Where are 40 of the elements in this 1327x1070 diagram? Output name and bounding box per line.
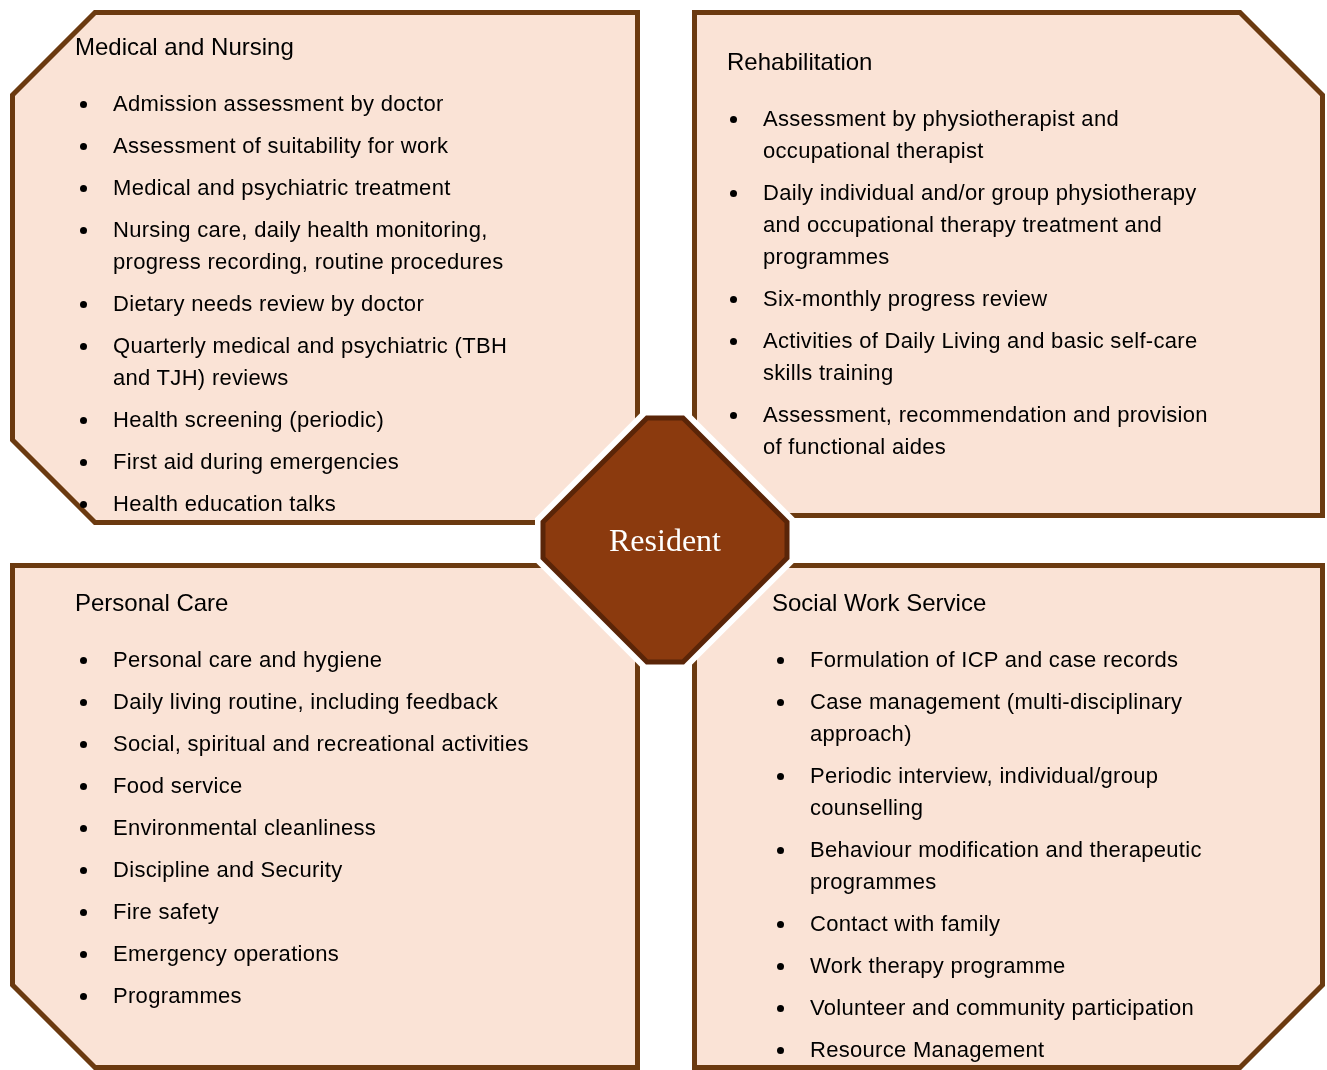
panel-heading: Social Work Service [772,588,987,618]
center-label: Resident [609,521,721,560]
list-item-text: Daily individual and/or group physiotherapy and occupational therapy treatment and programmes [763,179,1198,271]
list-item-text: Periodic interview, individual/group counselling [810,762,1160,822]
list-item-text: Discipline and Security [113,856,344,884]
service-panel [692,10,1325,518]
service-panel [692,563,1325,1070]
list-item-text: Daily living routine, including feedback [113,688,499,716]
list-item-text: First aid during emergencies [113,448,400,476]
list-item-text: Fire safety [113,898,220,926]
list-item-text: Food service [113,772,244,800]
list-item-text: Assessment of suitability for work [113,132,450,160]
service-panel [10,10,640,525]
list-item-text: Activities of Daily Living and basic self-care skills training [763,327,1199,387]
list-item-text: Six-monthly progress review [763,285,1049,313]
list-item-text: Case management (multi-disciplinary approach) [810,688,1184,748]
list-item-text: Nursing care, daily health monitoring, progress recording, routine procedures [113,216,505,276]
list-item-text: Health education talks [113,490,338,518]
list-item-text: Admission assessment by doctor [113,90,445,118]
list-item-text: Resource Management [810,1036,1046,1064]
panel-heading: Rehabilitation [727,47,873,77]
list-item-text: Dietary needs review by doctor [113,290,426,318]
list-item-text: Formulation of ICP and case records [810,646,1180,674]
list-item-text: Health screening (periodic) [113,406,385,434]
list-item-text: Work therapy programme [810,952,1067,980]
list-item-text: Programmes [113,982,243,1010]
list-item-text: Medical and psychiatric treatment [113,174,452,202]
list-item-text: Behaviour modification and therapeutic programmes [810,836,1203,896]
panel-heading: Personal Care [75,588,229,618]
list-item-text: Social, spiritual and recreational activities [113,730,530,758]
service-panel [10,563,640,1070]
list-item-text: Quarterly medical and psychiatric (TBH and TJH) reviews [113,332,509,392]
list-item-text: Contact with family [810,910,1002,938]
panel-heading: Medical and Nursing [75,32,294,62]
list-item-text: Assessment, recommendation and provision of functional aides [763,401,1209,461]
list-item-text: Assessment by physiotherapist and occupational therapist [763,105,1120,165]
list-item-text: Emergency operations [113,940,341,968]
list-item-text: Volunteer and community participation [810,994,1196,1022]
list-item-text: Environmental cleanliness [113,814,378,842]
list-item-text: Personal care and hygiene [113,646,384,674]
